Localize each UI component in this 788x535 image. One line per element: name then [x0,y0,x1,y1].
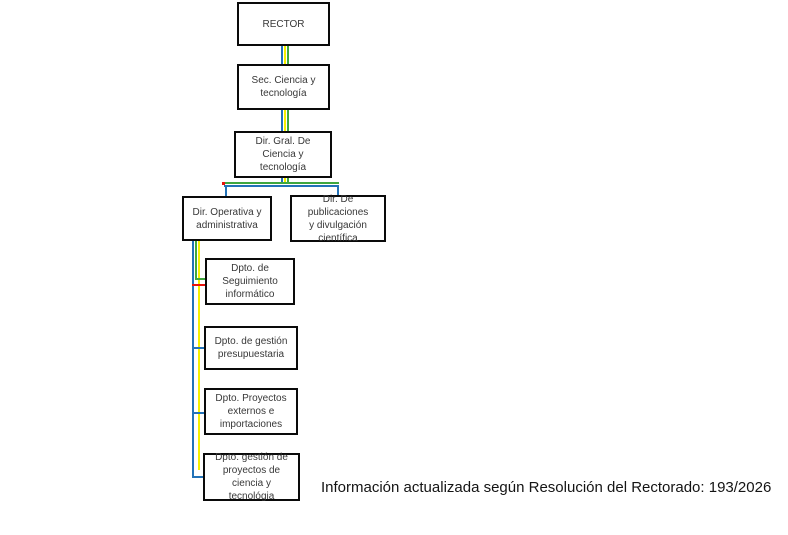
org-node-rector: RECTOR [237,2,330,46]
update-note-caption: Información actualizada según Resolución… [321,479,772,496]
stub-dept2-blue-line [192,347,204,349]
connector-dirgral-branch-yellow-line [284,178,286,184]
org-node-dpto-gestion-proy: Dpto. gestión de proyectos de ciencia y … [203,452,300,502]
org-node-dir-publicaciones: Dir. De publicaciones y divulgación cien… [290,194,386,244]
branch-drop-dirop-blue-line [225,186,227,196]
connector-sec-dirgral-blue-line [281,110,283,131]
stub-dept4-blue-line [192,476,203,478]
org-node-dpto-proyectos-ext: Dpto. Proyectos externos e importaciones [204,388,298,435]
org-node-dpto-seguimiento: Dpto. de Seguimiento informático [205,258,295,305]
connector-sec-dirgral-yellow-line [284,110,286,131]
connector-rector-sec-blue-line [281,46,283,64]
branch-horizontal-green-line [224,182,339,184]
org-node-sec-ciencia: Sec. Ciencia y tecnología [237,64,330,110]
branch-horizontal-blue-line [224,185,339,187]
connector-rector-sec-green-line [287,46,289,64]
trunk-blue-line [192,241,194,478]
stub-dept1-red-line [192,284,205,286]
connector-dirgral-branch-green-line [287,178,289,184]
trunk-yellow-line [198,241,200,470]
connector-dirgral-branch-blue-line [281,178,283,184]
org-node-dpto-gestion-presup: Dpto. de gestión presupuestaria [204,326,298,370]
branch-left-red-mark [222,182,225,185]
connector-sec-dirgral-green-line [287,110,289,131]
stub-dept3-blue-line [192,412,204,414]
branch-drop-dirpub-blue-line [337,186,339,195]
org-node-dir-gral-ciencia: Dir. Gral. De Ciencia y tecnología [234,131,332,178]
org-node-dir-operativa: Dir. Operativa y administrativa [182,196,272,241]
connector-rector-sec-yellow-line [284,46,286,64]
stub-dept1-green-line [195,278,205,280]
trunk-green-line [195,241,197,279]
